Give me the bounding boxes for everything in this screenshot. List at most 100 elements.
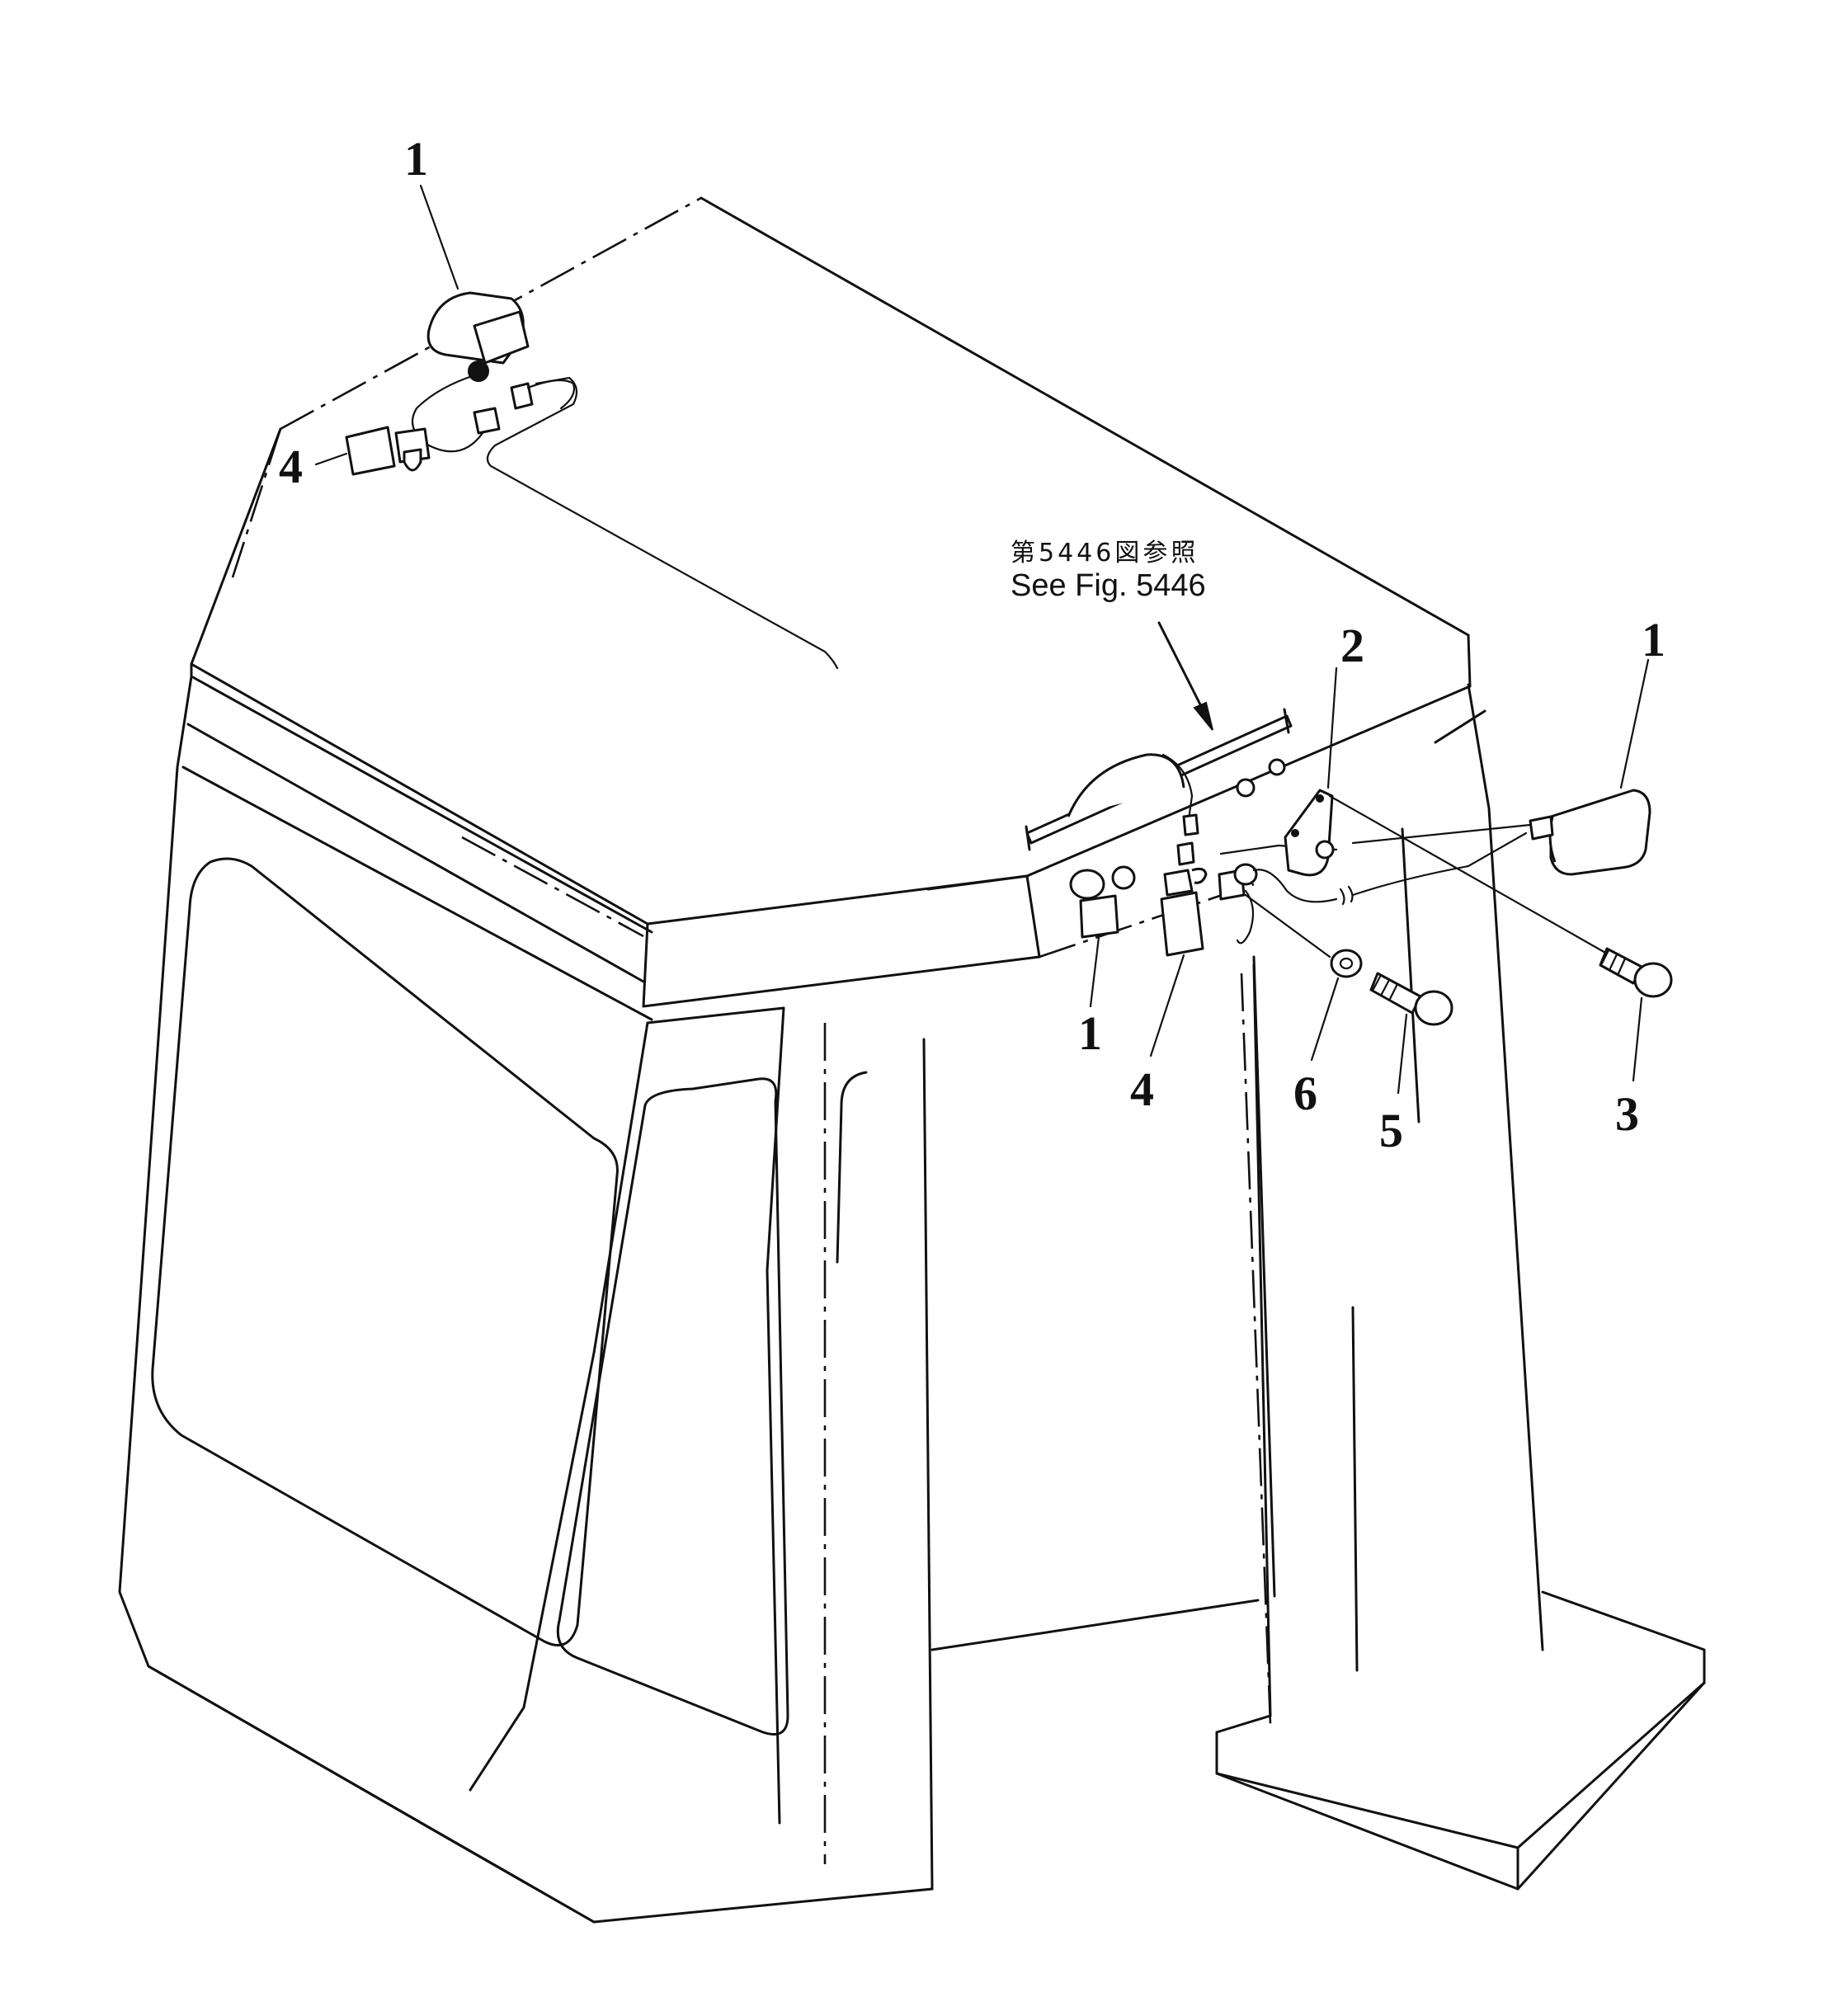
bolt-5-threads bbox=[1372, 973, 1399, 1001]
top-lamp-bolt bbox=[468, 360, 489, 382]
callout-1-center: 1 bbox=[1078, 1006, 1102, 1060]
right-lamp-wire bbox=[1351, 823, 1532, 845]
center-connector-top bbox=[1182, 813, 1199, 836]
leader-6 bbox=[1310, 977, 1340, 1062]
post-base-outline bbox=[1215, 1590, 1706, 1849]
reference-note-english: See Fig. 5446 bbox=[1011, 568, 1206, 603]
right-lamp-housing bbox=[1549, 789, 1651, 876]
top-wire-loop bbox=[526, 379, 576, 410]
callout-3: 3 bbox=[1615, 1087, 1639, 1141]
post-right-edge bbox=[1467, 683, 1544, 1651]
reference-rail-cap-1 bbox=[1025, 825, 1031, 851]
leader-2 bbox=[1326, 667, 1338, 789]
post-left-edge bbox=[1252, 963, 1272, 1717]
cab-upper-band-dash bbox=[461, 836, 644, 938]
center-lamp-tag bbox=[1079, 894, 1119, 939]
center-bracket-nut bbox=[1233, 863, 1258, 886]
callout-4-top: 4 bbox=[279, 440, 303, 493]
leader-5 bbox=[1397, 1013, 1408, 1095]
callout-6: 6 bbox=[1293, 1067, 1317, 1120]
right-parts bbox=[1089, 658, 1673, 1095]
post-inner-line-2 bbox=[1434, 709, 1486, 744]
mount-bracket-dot-1 bbox=[1291, 829, 1299, 837]
washer-6 bbox=[1330, 949, 1363, 978]
callout-2: 2 bbox=[1340, 619, 1364, 672]
cab-bottom-bevel bbox=[147, 1665, 596, 1924]
right-lamp-plug bbox=[1529, 815, 1554, 841]
leader-4-center bbox=[1149, 954, 1185, 1057]
cab-upper-band-2 bbox=[186, 723, 645, 983]
leader-1-right bbox=[1619, 658, 1650, 789]
cab-bottom-front bbox=[592, 1887, 934, 1924]
top-terminal bbox=[403, 448, 422, 472]
center-wire-3 bbox=[1351, 831, 1528, 897]
roof-right-face-dash bbox=[1039, 883, 1255, 959]
top-wire-run bbox=[486, 376, 839, 670]
reference-arrow-shaft bbox=[1157, 621, 1208, 719]
support-post bbox=[1215, 683, 1706, 1891]
pillar-top bbox=[646, 1006, 785, 1024]
bolt-3-threads bbox=[1600, 949, 1627, 975]
bolt-5-head bbox=[1414, 990, 1453, 1026]
center-wire-break bbox=[1339, 885, 1354, 906]
washer-6-hole bbox=[1339, 957, 1354, 970]
center-clip bbox=[1163, 869, 1194, 897]
roof-left-dash bbox=[231, 428, 282, 578]
front-panel-edge bbox=[922, 1038, 934, 1891]
leader-bracket-to-bolt bbox=[1328, 794, 1614, 959]
callout-4-center: 4 bbox=[1130, 1062, 1154, 1116]
center-tag-4 bbox=[1160, 891, 1204, 957]
front-lower-edge bbox=[930, 1599, 1260, 1651]
center-wire-2 bbox=[1236, 889, 1255, 944]
center-lamp-ring bbox=[1111, 865, 1136, 890]
top-lamp-cable bbox=[411, 374, 484, 453]
mount-bracket-hole bbox=[1315, 840, 1335, 860]
post-inner-line-3 bbox=[1401, 827, 1420, 1123]
top-leader-4 bbox=[314, 452, 348, 466]
front-pillar-left bbox=[469, 1021, 649, 1792]
leader-1-center bbox=[1089, 935, 1100, 1008]
front-window bbox=[836, 1071, 868, 1264]
reference-arrow-head bbox=[1193, 701, 1213, 731]
visor-side bbox=[1025, 874, 1041, 959]
center-hook bbox=[1191, 867, 1208, 884]
visor-front-face bbox=[642, 922, 1041, 1008]
post-inner-line-1 bbox=[1351, 1306, 1359, 1672]
roof-dome bbox=[1067, 753, 1185, 817]
callout-1-top: 1 bbox=[404, 132, 428, 186]
top-lamp-assembly bbox=[314, 184, 839, 670]
post-left-centerline bbox=[1240, 973, 1272, 1725]
visor-inner-line bbox=[926, 874, 1029, 891]
roof-hole-1 bbox=[1236, 778, 1256, 798]
callout-1-right: 1 bbox=[1642, 613, 1665, 667]
center-assembly bbox=[1025, 621, 1528, 957]
door-window bbox=[556, 1077, 789, 1736]
roof-front-left-edge bbox=[190, 427, 282, 666]
cab-upper-band-1 bbox=[190, 675, 653, 934]
post-base-face bbox=[1215, 1681, 1706, 1891]
center-lamp-body bbox=[1069, 869, 1105, 900]
cab-upper-band-3 bbox=[181, 765, 653, 1021]
reference-rail-cap-2 bbox=[1283, 708, 1290, 734]
reference-note-japanese: 第5446図参照 bbox=[1011, 539, 1199, 568]
callout-5: 5 bbox=[1379, 1104, 1403, 1157]
front-pillar-right bbox=[766, 1006, 785, 1825]
right-frame-line bbox=[1252, 955, 1276, 1598]
top-connector bbox=[473, 407, 501, 435]
leader-washer-link bbox=[1244, 893, 1331, 959]
bolt-5-shank bbox=[1369, 972, 1422, 1015]
visor-top-edge bbox=[190, 662, 1029, 926]
center-connector-mid bbox=[1176, 841, 1195, 866]
top-plug bbox=[510, 382, 534, 410]
center-wire-1 bbox=[1252, 869, 1338, 903]
top-lamp-bracket bbox=[473, 310, 530, 365]
post-base-top bbox=[1215, 1714, 1272, 1734]
bolt-3-head bbox=[1633, 962, 1673, 998]
roof-back-edge bbox=[700, 196, 1470, 637]
top-tag bbox=[345, 426, 396, 476]
dome-wire bbox=[1161, 753, 1194, 827]
roof-hole-2 bbox=[1268, 758, 1286, 776]
leader-3 bbox=[1632, 996, 1643, 1082]
roof-right-corner bbox=[1467, 634, 1472, 688]
left-window bbox=[151, 857, 619, 1646]
